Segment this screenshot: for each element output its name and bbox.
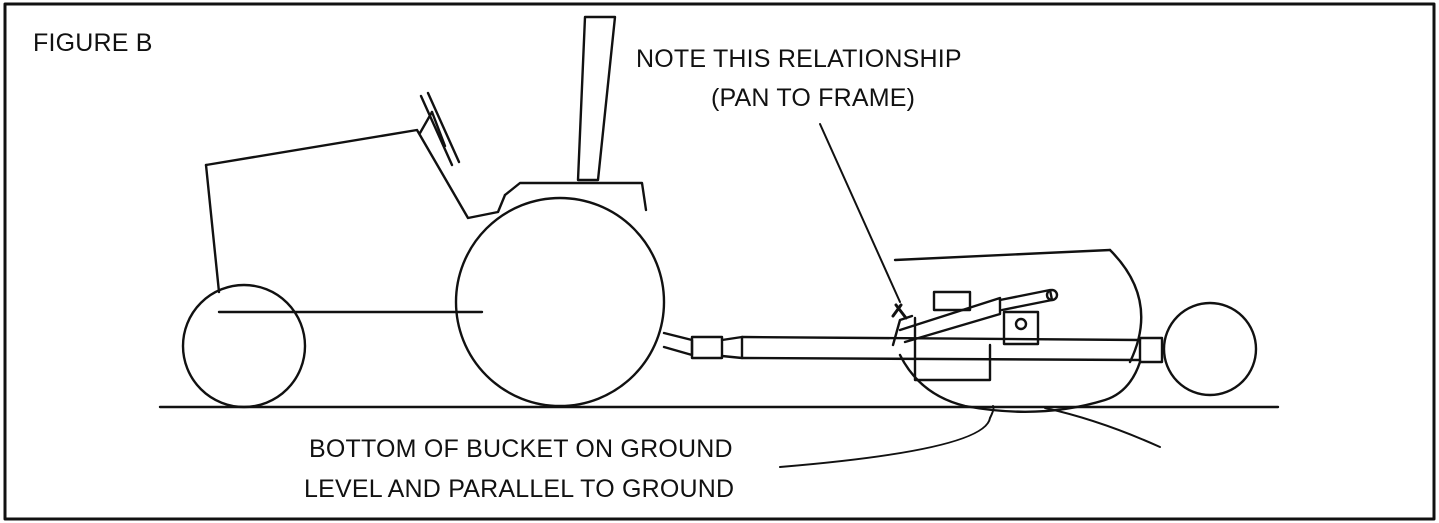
figure-title: FIGURE B: [33, 29, 153, 57]
cylinder-barrel: [898, 296, 1002, 344]
roll-bar: [576, 15, 617, 182]
scraper-bucket: [891, 248, 1143, 413]
note-leader-line: [819, 123, 901, 303]
steering-shaft: [430, 110, 447, 148]
hitch-collar: [720, 335, 744, 360]
hitch-bracket: [662, 331, 694, 357]
tractor-hood: [204, 128, 507, 220]
tractor-seat: [503, 181, 648, 212]
tractor: [181, 15, 666, 409]
figure-border: [3, 2, 1436, 521]
bottom-note-line-1: BOTTOM OF BUCKET ON GROUND: [309, 435, 733, 463]
cylinder-rod: [998, 288, 1054, 312]
drawbar-end: [1138, 336, 1164, 364]
bucket-bottom: [898, 353, 1142, 413]
frame-block: [932, 290, 972, 312]
drawbar-top: [740, 335, 1142, 342]
front-wheel: [181, 283, 307, 409]
bucket-rear: [1108, 248, 1143, 364]
note-line-1: NOTE THIS RELATIONSHIP: [636, 45, 962, 73]
relationship-marker: [891, 303, 908, 320]
steering-wheel: [419, 91, 461, 167]
bottom-leader-line: [779, 405, 995, 468]
bottom-note-line-2: LEVEL AND PARALLEL TO GROUND: [304, 475, 735, 503]
tail-wheel: [1162, 301, 1258, 397]
note-line-2: (PAN TO FRAME): [711, 84, 916, 112]
tractor-front-grille: [204, 163, 221, 294]
rear-wheel: [454, 196, 666, 408]
pan-frame-link: [891, 314, 914, 347]
ground-leader-line: [1044, 407, 1161, 448]
mount-pin: [1014, 317, 1028, 331]
bucket-top-edge: [893, 248, 1112, 262]
pan-front: [913, 316, 992, 382]
hitch-clevis: [690, 335, 724, 360]
drawbar-bottom: [740, 356, 1142, 362]
cylinder-mount: [1002, 310, 1040, 346]
drawbar: [662, 331, 1164, 364]
cylinder-rod-eye: [1045, 288, 1059, 302]
